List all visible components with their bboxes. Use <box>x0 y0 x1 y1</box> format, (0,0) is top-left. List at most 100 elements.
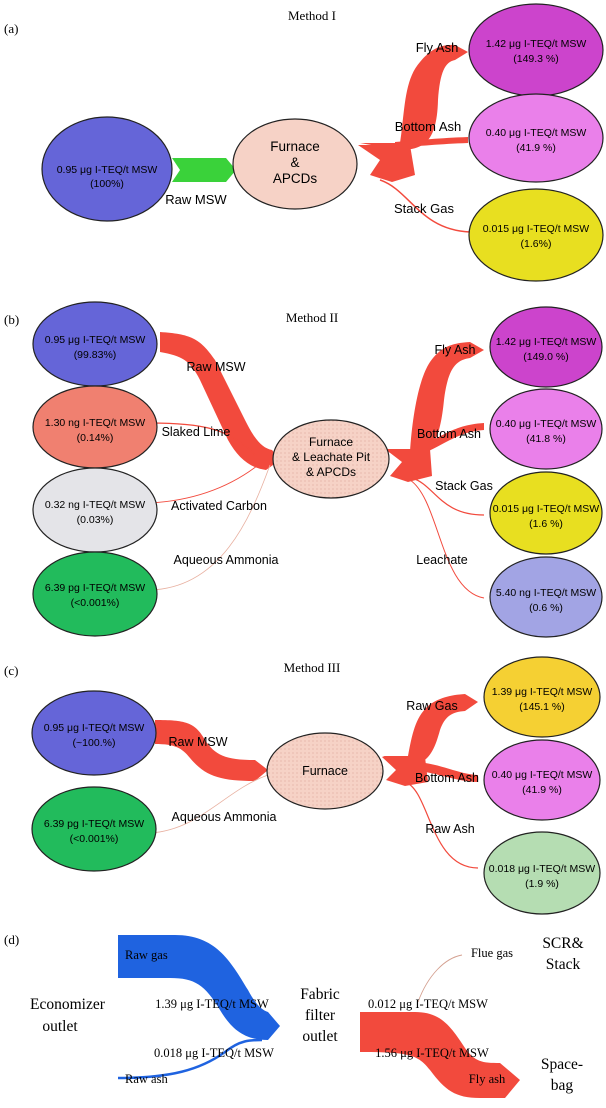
center-line-1: Furnace <box>302 764 348 778</box>
flow-label-aqueous-ammonia: Aqueous Ammonia <box>172 810 277 824</box>
label-fabric-2: filter <box>305 1007 336 1024</box>
raw-ash-value: 0.018 μg I-TEQ/t MSW <box>154 1046 274 1060</box>
output-node-stack-gas <box>489 471 603 555</box>
raw-ash-value: 0.018 μg I-TEQ/t MSW <box>489 863 595 875</box>
flow-b-stack-gas <box>411 477 485 516</box>
aqueous-ammonia-value: 6.39 pg I-TEQ/t MSW <box>45 582 145 594</box>
flue-gas-value: 0.012 μg I-TEQ/t MSW <box>368 997 488 1011</box>
bottom-ash-percent: (41.8 %) <box>526 433 566 445</box>
label-fabric-1: Fabric <box>300 986 340 1003</box>
label-spacebag-2: bag <box>551 1077 574 1094</box>
flow-a-bottom-ash <box>395 137 468 148</box>
center-node-furnace <box>266 732 384 810</box>
flow-c-raw-ash <box>404 781 479 869</box>
aqueous-ammonia-percent: (<0.001%) <box>70 833 119 845</box>
fly-ash-value: 1.42 μg I-TEQ/t MSW <box>496 336 597 348</box>
fly-ash-percent: (149.0 %) <box>523 351 569 363</box>
flow-a-wedge <box>358 145 415 182</box>
flow-b-leachate <box>409 479 485 599</box>
flow-c-raw-gas <box>382 694 478 766</box>
stack-gas-percent: (1.6%) <box>521 238 552 250</box>
raw-ash-percent: (1.9 %) <box>525 878 559 890</box>
center-line-1: Furnace <box>270 139 320 154</box>
output-node-raw-ash <box>483 831 601 915</box>
stack-gas-value: 0.015 μg I-TEQ/t MSW <box>483 223 589 235</box>
flow-c-wedge <box>382 757 428 786</box>
flow-label-fly-ash: Fly Ash <box>416 40 459 55</box>
leachate-percent: (0.6 %) <box>529 602 563 614</box>
raw-msw-percent: (99.83%) <box>74 349 117 361</box>
input-node-value: 0.95 μg I-TEQ/t MSW <box>57 164 158 176</box>
panel-a-label: (a) <box>4 21 18 36</box>
center-line-3: & APCDs <box>306 465 356 479</box>
bottom-ash-percent: (41.9 %) <box>522 784 562 796</box>
output-node-fly-ash <box>468 3 604 97</box>
panel-d-label: (d) <box>4 932 19 947</box>
panel-d: (d) Economizer outlet Fabric filter outl… <box>4 932 584 1098</box>
center-line-2: & <box>290 155 299 170</box>
raw-gas-percent: (145.1 %) <box>519 701 565 713</box>
flow-label-leachate: Leachate <box>416 553 467 567</box>
input-node-aqueous-ammonia <box>31 786 157 872</box>
label-scr-1: SCR& <box>542 935 583 952</box>
flow-label-stack-gas: Stack Gas <box>394 201 454 216</box>
slaked-lime-percent: (0.14%) <box>77 432 114 444</box>
flow-label-activated-carbon: Activated Carbon <box>171 499 267 513</box>
output-node-bottom-ash <box>483 739 601 821</box>
flow-d-fly-ash <box>360 1012 520 1098</box>
label-fabric-3: outlet <box>302 1028 338 1045</box>
fly-ash-label: Fly ash <box>469 1072 506 1086</box>
bottom-ash-value: 0.40 μg I-TEQ/t MSW <box>492 769 593 781</box>
flow-a-raw-msw <box>172 158 236 182</box>
center-line-2: & Leachate Pit <box>292 450 371 464</box>
aqueous-ammonia-percent: (<0.001%) <box>71 597 120 609</box>
flow-a-fly-ash <box>360 44 468 151</box>
output-node-raw-gas <box>483 656 601 738</box>
panel-b-title: Method II <box>286 310 338 325</box>
output-node-fly-ash <box>489 306 603 388</box>
slaked-lime-value: 1.30 ng I-TEQ/t MSW <box>45 417 145 429</box>
raw-ash-label: Raw ash <box>125 1072 168 1086</box>
flow-b-raw-msw <box>160 332 280 470</box>
center-node-furnace-apcds <box>232 118 358 210</box>
stack-gas-percent: (1.6 %) <box>529 518 563 530</box>
flow-a-stack-gas <box>379 179 471 233</box>
input-node-raw-msw <box>41 116 173 222</box>
flow-label-slaked-lime: Slaked Lime <box>162 425 231 439</box>
flow-b-fly-ash <box>388 342 484 458</box>
fly-ash-value: 1.56 μg I-TEQ/t MSW <box>375 1046 489 1060</box>
output-node-stack-gas <box>468 188 604 282</box>
output-node-bottom-ash <box>468 93 604 183</box>
output-node-bottom-ash <box>489 388 603 470</box>
label-spacebag-1: Space- <box>541 1056 583 1073</box>
flow-label-raw-ash: Raw Ash <box>425 822 474 836</box>
flow-label-bottom-ash: Bottom Ash <box>417 427 481 441</box>
flow-label-bottom-ash: Bottom Ash <box>395 119 461 134</box>
flow-label-raw-msw: Raw MSW <box>186 360 245 374</box>
flow-label-fly-ash: Fly Ash <box>435 343 476 357</box>
raw-gas-value: 1.39 μg I-TEQ/t MSW <box>155 997 269 1011</box>
panel-a-title: Method I <box>288 8 336 23</box>
flow-label-bottom-ash: Bottom Ash <box>415 771 479 785</box>
flow-label-aqueous-ammonia: Aqueous Ammonia <box>174 553 279 567</box>
flow-d-raw-gas <box>118 935 280 1040</box>
center-node-furnace-leachate-apcds <box>272 419 390 499</box>
raw-msw-value: 0.95 μg I-TEQ/t MSW <box>45 334 146 346</box>
label-economizer-2: outlet <box>42 1018 78 1035</box>
flow-b-wedge <box>385 449 432 482</box>
activated-carbon-value: 0.32 ng I-TEQ/t MSW <box>45 499 145 511</box>
panel-c-title: Method III <box>284 660 341 675</box>
flow-b-activated-carbon <box>149 461 263 504</box>
panel-c: (c) Method III 0.95 μg I-TEQ/t MSW (~100… <box>4 656 601 915</box>
center-line-1: Furnace <box>309 435 353 449</box>
flue-gas-label: Flue gas <box>471 946 513 960</box>
fly-ash-percent: (149.3 %) <box>513 53 559 65</box>
panel-c-label: (c) <box>4 663 18 678</box>
flow-c-aqueous-ammonia <box>149 774 269 834</box>
bottom-ash-value: 0.40 μg I-TEQ/t MSW <box>496 418 597 430</box>
input-node-aqueous-ammonia <box>32 551 158 637</box>
bottom-ash-percent: (41.9 %) <box>516 142 556 154</box>
panel-b-label: (b) <box>4 312 19 327</box>
panel-a: (a) Method I 0.95 μg I-TEQ/t MSW (100%) … <box>4 3 604 282</box>
